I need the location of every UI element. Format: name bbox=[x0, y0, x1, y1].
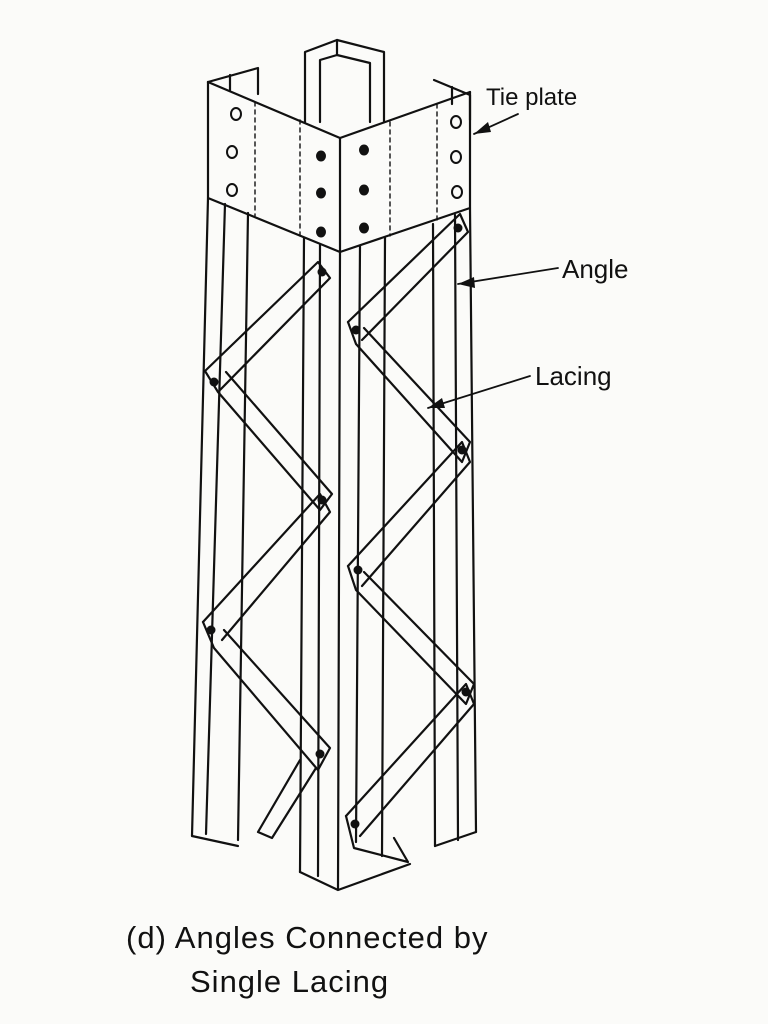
lacing-label: Lacing bbox=[535, 361, 612, 391]
tie-plate-label: Tie plate bbox=[486, 84, 578, 111]
column-angles bbox=[190, 196, 478, 892]
tie-plate-bolts bbox=[226, 107, 463, 199]
top-side-angles bbox=[206, 66, 472, 122]
lacing-rivets bbox=[206, 223, 471, 829]
caption-line-2: Single Lacing bbox=[190, 964, 390, 999]
angle-label: Angle bbox=[562, 254, 629, 284]
left-lacing-bars bbox=[201, 260, 334, 840]
arrow-heads bbox=[428, 122, 491, 408]
caption-line-1: (d) Angles Connected by bbox=[126, 920, 489, 955]
top-angle-section bbox=[303, 38, 386, 124]
tie-plate-bolts-filled bbox=[316, 144, 369, 238]
